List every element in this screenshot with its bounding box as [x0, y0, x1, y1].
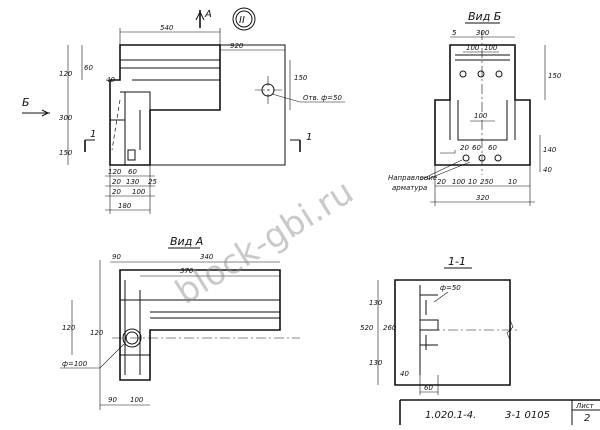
dim-100-b2: 100 [484, 44, 498, 52]
rebar-note-line1: Направление [388, 174, 437, 182]
dim-60-b1: 60 [472, 144, 481, 152]
dim-260-s: 260 [383, 324, 397, 332]
dim-100-bottom: 100 [132, 188, 146, 196]
dim-120-bottom: 120 [108, 168, 122, 176]
hole-note: Отв. ф=50 [303, 94, 342, 102]
dim-100-b1: 100 [466, 44, 480, 52]
section-mark-left: 1 [90, 129, 96, 140]
dim-920: 920 [230, 42, 244, 50]
dim-20-bottom2: 20 [112, 188, 121, 196]
view-a: Вид А 90 340 370 120 120 90 100 ф=100 [60, 235, 300, 410]
dim-60-left: 60 [84, 64, 93, 72]
dim-60-b2: 60 [488, 144, 497, 152]
dim-10-b-bottom: 10 [468, 178, 477, 186]
hole-a-note: ф=100 [62, 360, 88, 368]
dim-20-bottom: 20 [112, 178, 121, 186]
dim-130-s2: 130 [369, 359, 383, 367]
dim-60-bottom: 60 [128, 168, 137, 176]
section-title: 1-1 [448, 255, 466, 268]
dim-150-left: 150 [59, 149, 73, 157]
dim-10-b-bottom2: 10 [508, 178, 517, 186]
dim-90-a-bottom: 90 [108, 396, 117, 404]
main-view: А Б 1 1 Отв. ф=50 540 920 150 120 60 40 … [22, 7, 345, 214]
view-a-title: Вид А [170, 235, 203, 248]
dim-180-bottom: 180 [118, 202, 132, 210]
dim-100-a-bottom: 100 [130, 396, 144, 404]
dim-150-right: 150 [294, 74, 308, 82]
view-b-arrow-label: Б [22, 96, 30, 109]
title-block: 1.020.1-4. 3-1 0105 Лист 2 [399, 399, 600, 425]
dim-40-b: 40 [543, 166, 552, 174]
rebar-note-line2: арматура [392, 184, 427, 192]
hole-section-note: ф=50 [440, 284, 461, 292]
dim-25-bottom: 25 [148, 178, 157, 186]
dim-20-b-bottom: 20 [437, 178, 446, 186]
view-a-arrow-label: А [204, 9, 212, 20]
dim-370-a: 370 [180, 267, 194, 275]
sheet-label: Лист [575, 402, 595, 410]
dim-300-left: 300 [59, 114, 73, 122]
dim-130-s1: 130 [369, 299, 383, 307]
dim-100-b-bottom: 100 [452, 178, 466, 186]
dim-60-s: 60 [424, 384, 433, 392]
dim-120-left: 120 [59, 70, 73, 78]
section-1-1: 1-1 130 520 260 130 60 40 ф=50 [360, 255, 520, 395]
view-b-title: Вид Б [468, 10, 501, 23]
dim-520-s: 520 [360, 324, 374, 332]
dim-540: 540 [160, 24, 174, 32]
dim-40-left: 40 [106, 76, 115, 84]
dim-300-b: 300 [476, 29, 490, 37]
dim-100-b-mid: 100 [474, 112, 488, 120]
dim-250-b-bottom: 250 [480, 178, 494, 186]
section-mark-right: 1 [306, 132, 312, 143]
dim-20-b: 20 [460, 144, 469, 152]
dim-340-a: 340 [200, 253, 214, 261]
dim-150-b: 150 [548, 72, 562, 80]
dim-320-b: 320 [476, 194, 490, 202]
view-b: Вид Б 300 100 100 5 150 100 20 60 60 140… [388, 10, 562, 206]
dim-120-a2: 120 [90, 329, 104, 337]
dim-140-b: 140 [543, 146, 557, 154]
doc-code: 1.020.1-4. [425, 410, 476, 421]
dim-130-bottom: 130 [126, 178, 140, 186]
dim-120-a1: 120 [62, 324, 76, 332]
sheet-number: 2 [584, 413, 590, 424]
dim-5-b: 5 [452, 29, 457, 37]
dim-40-s: 40 [400, 370, 409, 378]
sheet-number-label: II [239, 15, 245, 26]
sheet-code: 3-1 0105 [505, 410, 550, 421]
dim-90-a: 90 [112, 253, 121, 261]
